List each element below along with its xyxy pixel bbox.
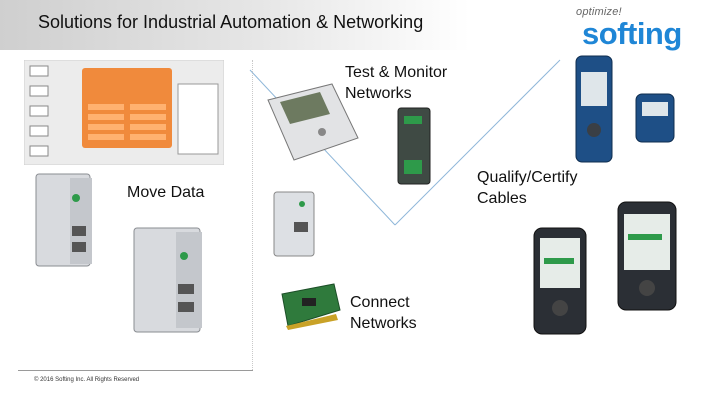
qualify-certify-label: Qualify/Certify Cables [477, 167, 577, 209]
architecture-diagram-image [24, 60, 224, 165]
network-card-image [281, 283, 341, 330]
diagonal-line-right [394, 59, 561, 226]
network-monitor-device-image [267, 83, 359, 161]
move-data-label: Move Data [127, 184, 205, 201]
connect-networks-line-1: Connect [350, 294, 410, 311]
test-monitor-line-1: Test & Monitor [345, 64, 448, 81]
qualify-certify-line-1: Qualify/Certify [477, 169, 578, 186]
slide-title: Solutions for Industrial Automation & Ne… [38, 12, 424, 32]
gateway-module-image-2 [133, 227, 202, 333]
qualify-certify-line-2: Cables [477, 190, 527, 207]
title-bar: Solutions for Industrial Automation & Ne… [0, 0, 470, 50]
din-rail-module-image [397, 107, 431, 185]
softing-logo: optimize! softing [576, 6, 694, 52]
cable-certifier-image-2 [617, 201, 677, 311]
footer: © 2016 Softing Inc. All Rights Reserved [18, 370, 253, 383]
cable-tester-image-1 [575, 55, 613, 163]
test-monitor-line-2: Networks [345, 85, 412, 102]
connect-networks-line-2: Networks [350, 315, 417, 332]
gateway-module-image-1 [35, 173, 92, 267]
test-monitor-label: Test & Monitor Networks [345, 62, 447, 104]
vertical-divider [252, 60, 253, 370]
network-gateway-image [273, 191, 315, 257]
cable-certifier-image-1 [533, 227, 587, 335]
copyright-text: © 2016 Softing Inc. All Rights Reserved [34, 377, 140, 383]
logo-tagline: optimize! [576, 6, 622, 18]
logo-brand: softing [582, 16, 682, 51]
cable-tester-remote-image [635, 93, 675, 143]
connect-networks-label: Connect Networks [350, 292, 417, 334]
